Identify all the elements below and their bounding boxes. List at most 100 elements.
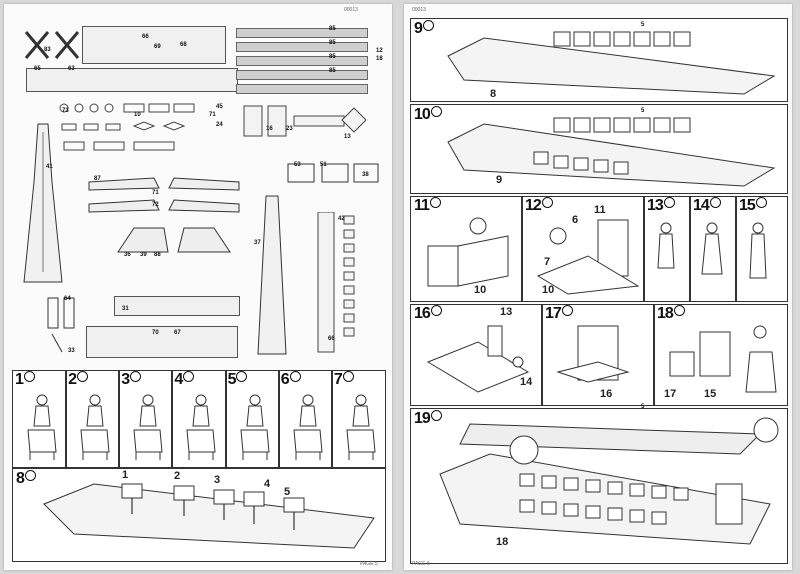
sprue-bar	[236, 56, 368, 66]
step-4-panel	[171, 370, 227, 468]
part-number: 83	[44, 47, 51, 53]
step-callout: 15	[704, 388, 717, 400]
figures-diagram	[657, 222, 767, 279]
part-number: 85	[329, 54, 336, 60]
seat-column-parts	[317, 212, 355, 353]
propeller-part	[24, 31, 80, 59]
step-callout: 16	[600, 388, 613, 400]
bench-part	[114, 296, 240, 316]
part-number: 65	[34, 66, 41, 72]
subassembly-number: 9	[496, 174, 503, 186]
part-number: 88	[154, 252, 161, 258]
step-callout: 11	[594, 204, 606, 216]
step-5-panel	[224, 370, 280, 468]
step-number-text: 6	[280, 371, 290, 388]
part-number: 31	[122, 306, 129, 312]
part-number: 68	[180, 42, 187, 48]
seat-callout: 5	[284, 486, 291, 498]
step-callout: 17	[664, 388, 677, 400]
grille-parts	[117, 227, 231, 253]
part-number: 66	[142, 34, 149, 40]
part-number: 42	[338, 216, 345, 222]
part-number: 39	[140, 252, 147, 258]
step-7-number: 7	[333, 371, 354, 388]
step-9-diagram	[447, 31, 776, 95]
subassembly-number: 8	[490, 88, 497, 100]
step-18-diagram	[669, 325, 777, 393]
step-17-diagram	[556, 325, 630, 383]
step-15-number: 15	[739, 197, 767, 214]
step-number-text: 7	[333, 371, 343, 388]
floor-panel-part	[26, 68, 238, 92]
step-10-number: 10	[414, 106, 442, 123]
callout-number: 5	[641, 404, 645, 410]
page-footer: PAGE 6	[412, 561, 430, 567]
seat-figure-diagram	[133, 394, 163, 460]
fuselage-half-part	[82, 26, 226, 64]
part-number: 38	[362, 172, 369, 178]
fuselage-side-part	[23, 123, 63, 283]
step-13-number: 13	[647, 197, 675, 214]
seat-figure-diagram	[293, 394, 323, 460]
seat-callout: 3	[214, 474, 221, 486]
step-badge-icon	[23, 371, 35, 383]
sprue-bar	[236, 42, 368, 52]
step-18-number: 18	[657, 305, 685, 322]
wing-parts	[88, 177, 240, 213]
sprue-bar	[236, 84, 368, 94]
step-number-text: 1	[15, 371, 24, 388]
callout-number: 5	[641, 108, 645, 114]
step-2-number: 2	[68, 371, 89, 388]
step-14-number: 14	[693, 197, 721, 214]
right-page: 00013 9 8 5 10 9 5 11 12 13 14 15 10 7 6…	[404, 4, 792, 570]
step-callout: 6	[572, 214, 579, 226]
step-10-diagram	[447, 117, 776, 187]
subassembly-number: 10	[474, 284, 487, 296]
step-badge-icon	[289, 371, 301, 383]
subassembly-number: 7	[544, 256, 551, 268]
step-17-number: 17	[545, 305, 573, 322]
step-6-number: 6	[280, 371, 301, 388]
step-9-number: 9	[414, 20, 434, 37]
step-7-panel	[330, 370, 386, 468]
step-8-number: 8	[16, 470, 36, 487]
part-number: 70	[152, 330, 159, 336]
step-12-diagram	[536, 219, 640, 295]
seat-figure-diagram	[186, 394, 216, 460]
step-callout: 14	[520, 376, 533, 388]
part-number: 87	[94, 176, 101, 182]
step-19-number: 19	[414, 410, 442, 427]
part-number: 85	[329, 40, 336, 46]
part-number: 24	[216, 122, 223, 128]
subassembly-number: 18	[496, 536, 509, 548]
fuselage-center-part	[257, 195, 287, 355]
part-number: 67	[174, 330, 181, 336]
small-parts-cluster	[59, 103, 195, 151]
seat-figure-diagram	[240, 394, 270, 460]
part-number: 45	[216, 104, 223, 110]
part-number: 16	[266, 126, 273, 132]
part-number: 10	[134, 112, 141, 118]
seat-callout: 2	[174, 470, 181, 482]
seat-callout: 4	[264, 478, 271, 490]
part-number: 73	[62, 108, 69, 114]
page-code: 00013	[344, 7, 358, 13]
step-16-number: 16	[414, 305, 442, 322]
page-code: 00013	[412, 7, 426, 13]
part-number: 41	[46, 164, 53, 170]
part-number: 51	[320, 162, 327, 168]
part-number: 71	[209, 112, 216, 118]
seat-figure-diagram	[346, 394, 376, 460]
page-footer: PAGE 5	[360, 561, 378, 567]
callout-number: 5	[641, 22, 645, 28]
step-badge-icon	[130, 371, 142, 383]
step-3-panel	[118, 370, 174, 468]
part-number: 64	[64, 296, 71, 302]
part-number: 36	[124, 252, 131, 258]
seat-figure-diagram	[27, 394, 57, 460]
step-16-diagram	[426, 325, 530, 393]
part-number: 69	[154, 44, 161, 50]
step-badge-icon	[77, 371, 89, 383]
seat-figure-diagram	[80, 394, 110, 460]
step-number-text: 5	[227, 371, 237, 388]
